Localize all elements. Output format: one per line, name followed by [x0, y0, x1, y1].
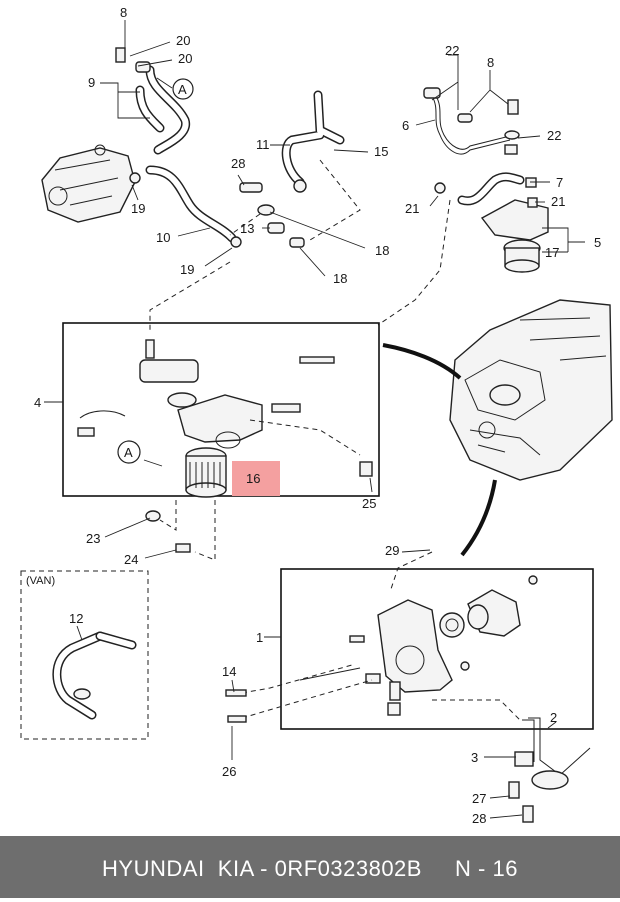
callout-22b: 22	[547, 128, 561, 143]
callout-18b: 18	[333, 271, 347, 286]
box-assembly-4	[62, 322, 380, 497]
callout-14: 14	[222, 664, 236, 679]
hose-9	[135, 65, 191, 155]
callout-5: 5	[594, 235, 601, 250]
callout-12: 12	[69, 611, 83, 626]
callout-16: 16	[246, 471, 260, 486]
callout-15: 15	[374, 144, 388, 159]
engine-block-right	[449, 299, 613, 481]
callout-28a: 28	[231, 156, 245, 171]
callout-13: 13	[240, 221, 254, 236]
callout-21b: 21	[551, 194, 565, 209]
callout-circle-a2: A	[117, 440, 141, 464]
footer-text: HYUNDAI KIA - 0RF0323802B N - 16	[102, 856, 518, 881]
fittings-13-18	[239, 182, 305, 248]
callout-2: 2	[550, 710, 557, 725]
highlight-part-16	[232, 461, 280, 496]
callout-6: 6	[402, 118, 409, 133]
van-box	[20, 570, 149, 740]
svg-text:A: A	[178, 82, 187, 97]
box-assembly-1	[280, 568, 594, 730]
pipe-6	[423, 87, 520, 155]
callout-22a: 22	[445, 43, 459, 58]
callout-7: 7	[556, 175, 563, 190]
callout-9: 9	[88, 75, 95, 90]
oil-cooler-assembly	[77, 339, 373, 477]
footer-bar: HYUNDAI KIA - 0RF0323802B N - 16	[0, 836, 620, 898]
callout-26: 26	[222, 764, 236, 779]
callout-29: 29	[385, 543, 399, 558]
callout-18a: 18	[375, 243, 389, 258]
callout-25: 25	[362, 496, 376, 511]
callout-24: 24	[124, 552, 138, 567]
callout-20a: 20	[176, 33, 190, 48]
bolts-top-left	[115, 47, 242, 248]
callout-21a: 21	[405, 201, 419, 216]
bolts-14-26	[225, 689, 247, 723]
callout-19b: 19	[180, 262, 194, 277]
callout-circle-a1: A	[172, 78, 194, 100]
callout-4: 4	[34, 395, 41, 410]
callout-23: 23	[86, 531, 100, 546]
callout-19a: 19	[131, 201, 145, 216]
engine-block-top-left	[41, 144, 136, 223]
svg-text:A: A	[124, 445, 133, 460]
callout-27: 27	[472, 791, 486, 806]
hose-7	[457, 172, 525, 206]
van-label: (VAN)	[26, 575, 55, 587]
hose-10	[145, 165, 237, 243]
callout-8b: 8	[487, 55, 494, 70]
callout-8a: 8	[120, 5, 127, 20]
callout-28b: 28	[472, 811, 486, 826]
callout-labels: 8 20 20 9 A 22 8 6 22 11 15 28 13 18 18 …	[26, 5, 601, 826]
bolt-23-24	[145, 510, 191, 553]
callout-10: 10	[156, 230, 170, 245]
oil-pump-assembly	[299, 575, 538, 716]
callout-11: 11	[256, 137, 270, 152]
pipe-12	[52, 631, 137, 720]
oil-strainer-2	[508, 717, 591, 823]
callout-20b: 20	[178, 51, 192, 66]
callout-1: 1	[256, 630, 263, 645]
oil-filter-16	[185, 447, 227, 498]
callout-17: 17	[545, 245, 559, 260]
oil-filter-bracket-5	[434, 177, 549, 273]
callout-3: 3	[471, 750, 478, 765]
parts-diagram: 8 20 20 9 A 22 8 6 22 11 15 28 13 18 18 …	[20, 5, 613, 826]
pipe-11	[281, 90, 345, 193]
